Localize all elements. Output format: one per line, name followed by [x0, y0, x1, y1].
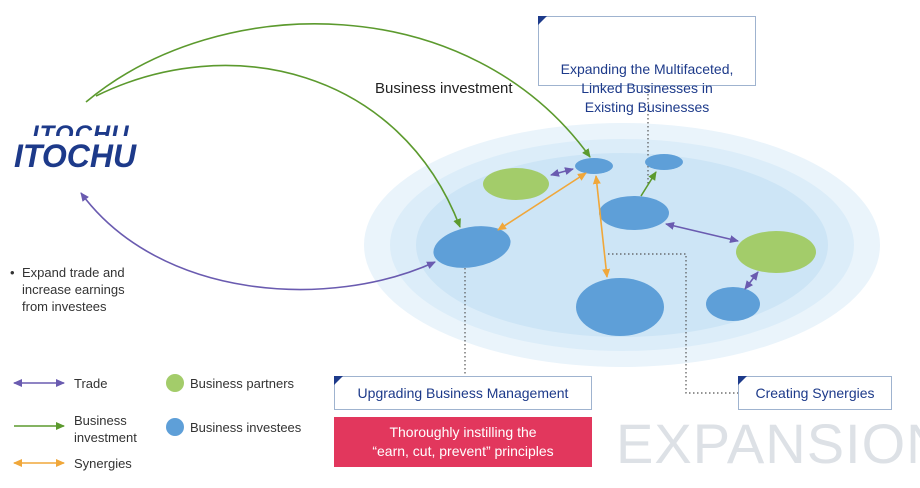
principles-box: Thoroughly instilling the “earn, cut, pr… — [334, 417, 592, 467]
trade-arrow-center-partner — [665, 221, 739, 244]
creating-synergies-box: Creating Synergies — [738, 376, 892, 410]
expanding-box-corner — [538, 16, 547, 25]
investment-arrow-inner — [95, 64, 461, 228]
legend-investees-label: Business investees — [190, 420, 302, 435]
expansion-watermark: EXPANSION — [616, 412, 920, 475]
expanding-box: Expanding the Multifaceted, Linked Busin… — [538, 16, 756, 115]
investee-node-main — [433, 226, 511, 268]
bullet-text: Expand trade and increase earnings from … — [22, 265, 125, 314]
upgrading-box: Upgrading Business Management — [334, 376, 592, 410]
investee-node-large — [576, 278, 664, 336]
legend-investee-dot — [166, 418, 184, 436]
upgrading-box-text: Upgrading Business Management — [357, 385, 569, 401]
legend-trade-label: Trade — [74, 376, 108, 391]
investee-node-right — [706, 287, 760, 321]
trade-arrow-partner-right — [744, 271, 759, 290]
synergy-arrow-small-large — [592, 175, 611, 278]
investee-node-small-1 — [575, 158, 613, 174]
legend-partners-label: Business partners — [190, 376, 295, 391]
expanding-box-text: Expanding the Multifaceted, Linked Busin… — [560, 61, 734, 115]
bullet-mark: • — [10, 265, 15, 280]
upgrading-box-corner — [334, 376, 343, 385]
investee-node-center — [599, 196, 669, 230]
itochu-logo-text: ITOCHU — [14, 138, 137, 174]
investment-arrow-outer — [85, 23, 591, 158]
itochu-logo: ITOCHU ITOCHU — [10, 120, 140, 185]
creating-synergies-box-corner — [738, 376, 747, 385]
investment-arrow-center-small — [640, 171, 657, 197]
partner-node-1 — [483, 168, 549, 200]
trade-arrow-return — [80, 192, 436, 291]
legend-partner-dot — [166, 374, 184, 392]
synergy-arrow-main-small — [497, 172, 587, 231]
business-investment-label: Business investment — [375, 80, 513, 97]
itochu-logo-reflection: ITOCHU — [32, 121, 130, 136]
creating-synergies-box-text: Creating Synergies — [755, 385, 875, 401]
legend-investment-label: Business investment — [74, 413, 137, 445]
investee-node-small-2 — [645, 154, 683, 170]
legend-synergies-label: Synergies — [74, 456, 132, 471]
partner-node-2 — [736, 231, 816, 273]
